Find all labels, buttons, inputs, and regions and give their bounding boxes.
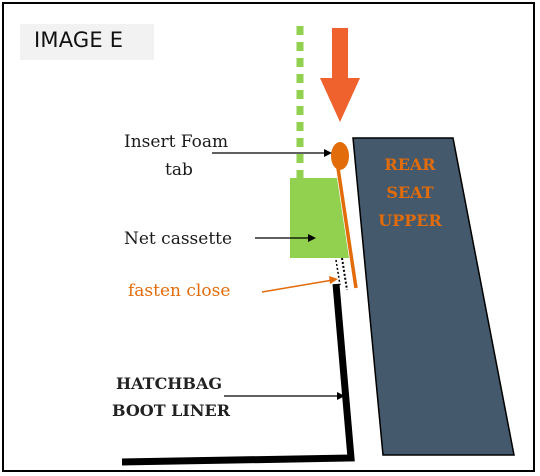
foam-tab [331, 142, 349, 170]
rear-seat-panel [352, 137, 515, 456]
fasten-strap [336, 167, 358, 289]
seat-label-seat: SEAT [386, 183, 434, 202]
boot-liner [121, 283, 355, 466]
seat-label-upper: UPPER [378, 211, 442, 230]
title-box [20, 24, 154, 60]
image-title: IMAGE E [34, 28, 124, 52]
arrow-head [320, 78, 360, 122]
label-boot-liner: BOOT LINER [112, 401, 231, 420]
foam-leader-head [324, 149, 332, 157]
label-net-cassette: Net cassette [124, 229, 233, 249]
label-fasten-close: fasten close [128, 281, 231, 301]
fasten-leader-head [329, 276, 338, 284]
fasten-dots [341, 257, 348, 291]
seat-label-rear: REAR [384, 155, 436, 174]
hatch-leader-head [337, 392, 345, 400]
fasten-dots-2 [335, 259, 341, 286]
label-hatchbag: HATCHBAG [116, 374, 223, 393]
label-insert-foam-tab: tab [165, 160, 193, 180]
arrow-shaft [332, 28, 348, 78]
label-insert-foam: Insert Foam [124, 132, 229, 152]
net-leader-head [308, 234, 316, 242]
fasten-leader [261, 279, 334, 293]
